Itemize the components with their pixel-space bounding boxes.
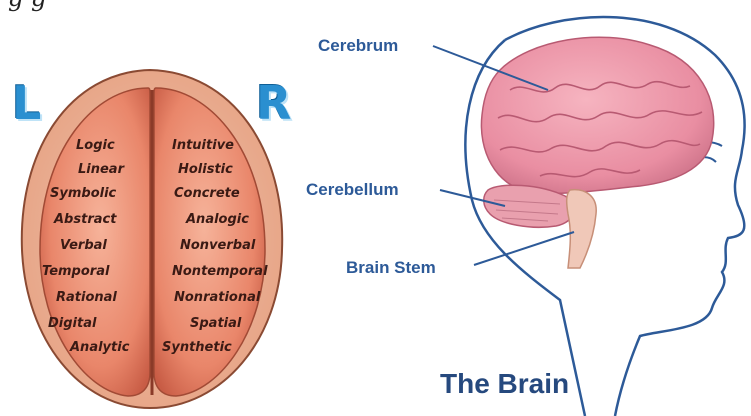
right-trait: Analogic bbox=[186, 212, 249, 227]
right-trait: Nontemporal bbox=[172, 264, 268, 279]
brain-stem-label: Brain Stem bbox=[346, 258, 436, 278]
left-trait: Abstract bbox=[54, 212, 116, 227]
cerebrum-label: Cerebrum bbox=[318, 36, 398, 56]
right-trait: Spatial bbox=[190, 316, 241, 331]
cerebellum-label: Cerebellum bbox=[306, 180, 399, 200]
right-trait: Nonrational bbox=[174, 290, 260, 305]
left-trait: Rational bbox=[56, 290, 117, 305]
brain-stem bbox=[567, 190, 597, 268]
diagram-title: The Brain bbox=[440, 368, 569, 400]
left-trait: Analytic bbox=[70, 340, 129, 355]
right-trait: Nonverbal bbox=[180, 238, 255, 253]
left-trait: Symbolic bbox=[50, 186, 116, 201]
right-trait: Intuitive bbox=[172, 138, 234, 153]
right-hemisphere-marker: R bbox=[256, 76, 291, 130]
right-trait: Concrete bbox=[174, 186, 240, 201]
left-trait: Logic bbox=[76, 138, 115, 153]
left-trait: Linear bbox=[78, 162, 124, 177]
right-trait: Holistic bbox=[178, 162, 233, 177]
right-trait: Synthetic bbox=[162, 340, 232, 355]
left-trait: Digital bbox=[48, 316, 96, 331]
left-hemisphere-marker: L bbox=[12, 76, 41, 130]
left-trait: Temporal bbox=[42, 264, 109, 279]
left-trait: Verbal bbox=[60, 238, 107, 253]
